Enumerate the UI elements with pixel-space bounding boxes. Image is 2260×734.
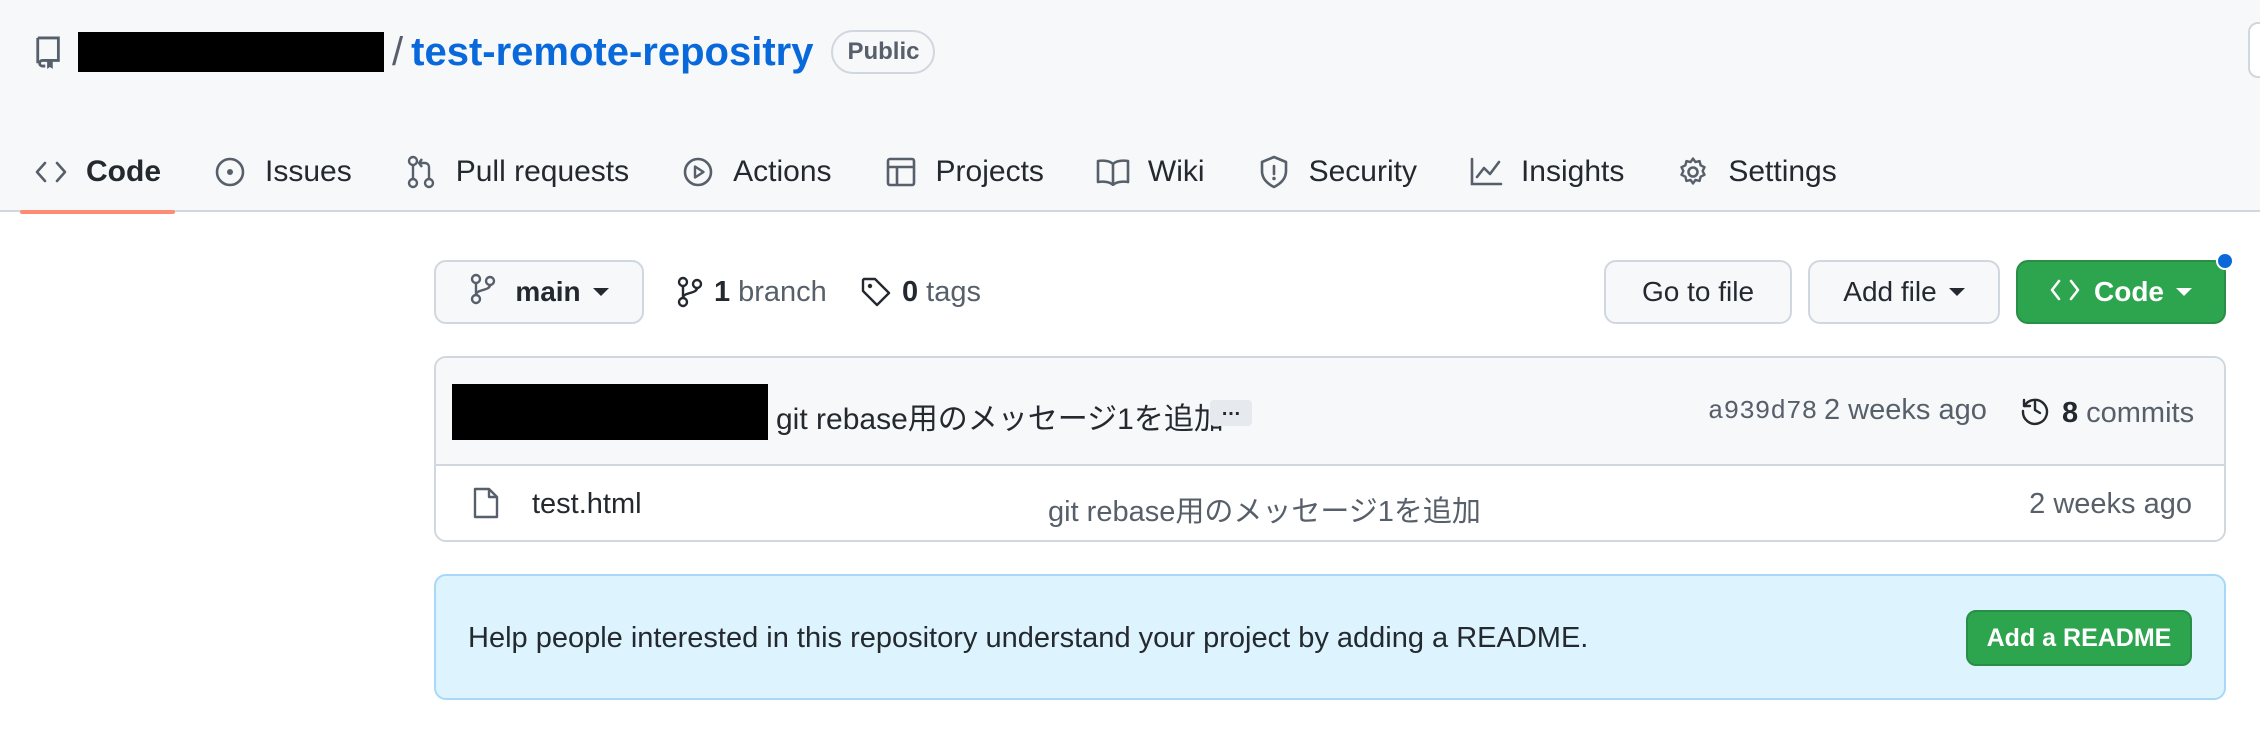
tab-label: Insights <box>1520 155 1625 188</box>
tab-insights[interactable]: Insights <box>1469 132 1624 212</box>
tab-projects[interactable]: Projects <box>884 132 1044 212</box>
file-name-link[interactable]: test.html <box>532 488 642 520</box>
git-branch-icon <box>469 273 497 312</box>
commit-sha-link[interactable]: a939d78 <box>1708 396 1818 426</box>
add-file-label: Add file <box>1843 276 1937 307</box>
visibility-badge: Public <box>831 30 936 74</box>
tab-code[interactable]: Code <box>20 132 175 214</box>
add-readme-button[interactable]: Add a README <box>1966 610 2192 666</box>
code-icon <box>2050 276 2080 308</box>
issue-icon <box>213 155 247 189</box>
go-to-file-label: Go to file <box>1641 276 1755 307</box>
notification-dot <box>2216 252 2234 270</box>
history-icon <box>2018 392 2052 434</box>
repo-icon <box>34 35 68 69</box>
gear-icon <box>1676 155 1710 189</box>
branch-name: main <box>515 276 581 307</box>
repo-title: / test-remote-repositry Public <box>34 24 936 80</box>
go-to-file-button[interactable]: Go to file <box>1604 260 1792 324</box>
git-branch-icon <box>676 276 704 308</box>
tag-label: tags <box>926 275 981 308</box>
tab-actions[interactable]: Actions <box>681 132 832 212</box>
commit-author-redacted[interactable] <box>452 384 768 440</box>
file-commit-time: 2 weeks ago <box>2029 488 2192 520</box>
tab-security[interactable]: Security <box>1257 132 1417 212</box>
code-dropdown-button[interactable]: Code <box>2016 260 2226 324</box>
branch-select-button[interactable]: main <box>434 260 644 324</box>
add-file-button[interactable]: Add file <box>1808 260 2000 324</box>
tab-issues[interactable]: Issues <box>213 132 352 212</box>
graph-icon <box>1469 155 1503 189</box>
code-icon <box>34 155 68 189</box>
tab-settings[interactable]: Settings <box>1676 132 1837 212</box>
commit-label: commits <box>2086 396 2195 429</box>
tab-label: Projects <box>935 155 1044 188</box>
tab-label: Security <box>1308 155 1417 188</box>
tab-wiki[interactable]: Wiki <box>1096 132 1205 212</box>
shield-icon <box>1257 155 1291 189</box>
branch-label: branch <box>738 275 827 308</box>
tag-count: 0 <box>902 275 919 308</box>
file-commit-message-link[interactable]: git rebase用のメッセージ1を追加 <box>1048 496 1481 528</box>
commit-count: 8 <box>2062 396 2079 429</box>
caret-down-icon <box>592 288 609 296</box>
branch-count: 1 <box>714 275 731 308</box>
path-separator: / <box>392 29 404 74</box>
repo-name-link[interactable]: test-remote-repositry <box>411 29 814 74</box>
tab-label: Settings <box>1728 155 1837 188</box>
tag-icon <box>860 276 892 308</box>
repo-header: / test-remote-repositry Public Code Issu… <box>0 0 2260 214</box>
header-action-button[interactable] <box>2248 22 2260 78</box>
caret-down-icon <box>1948 288 1965 296</box>
commit-history-link[interactable]: 8 commits <box>2018 392 2194 434</box>
tab-pull-requests[interactable]: Pull requests <box>404 132 629 212</box>
latest-commit-bar: git rebase用のメッセージ1を追加 … a939d78 2 weeks … <box>436 358 2224 466</box>
readme-prompt: Help people interested in this repositor… <box>434 574 2226 700</box>
commit-time: 2 weeks ago <box>1824 394 1987 426</box>
readme-prompt-text: Help people interested in this repositor… <box>468 622 1589 654</box>
repo-nav-tabs: Code Issues Pull requests Actions Projec… <box>20 132 1889 214</box>
code-button-label: Code <box>2094 276 2164 307</box>
caret-down-icon <box>2176 288 2192 296</box>
tab-label: Actions <box>733 155 832 188</box>
tags-link[interactable]: 0 tags <box>860 270 981 314</box>
commit-message-link[interactable]: git rebase用のメッセージ1を追加 <box>776 403 1224 436</box>
tab-label: Wiki <box>1147 155 1205 188</box>
tab-label: Code <box>86 155 161 188</box>
tab-label: Pull requests <box>455 155 630 188</box>
table-icon <box>884 155 918 189</box>
table-row[interactable]: test.html git rebase用のメッセージ1を追加 2 weeks … <box>436 466 2224 540</box>
tab-label: Issues <box>265 155 352 188</box>
book-icon <box>1096 155 1130 189</box>
pull-request-icon <box>404 155 438 189</box>
branches-link[interactable]: 1 branch <box>676 270 827 314</box>
file-browser: git rebase用のメッセージ1を追加 … a939d78 2 weeks … <box>434 356 2226 542</box>
owner-name-redacted[interactable] <box>78 32 384 72</box>
play-icon <box>681 155 715 189</box>
commit-expand-button[interactable]: … <box>1210 399 1252 426</box>
file-icon <box>472 486 500 525</box>
